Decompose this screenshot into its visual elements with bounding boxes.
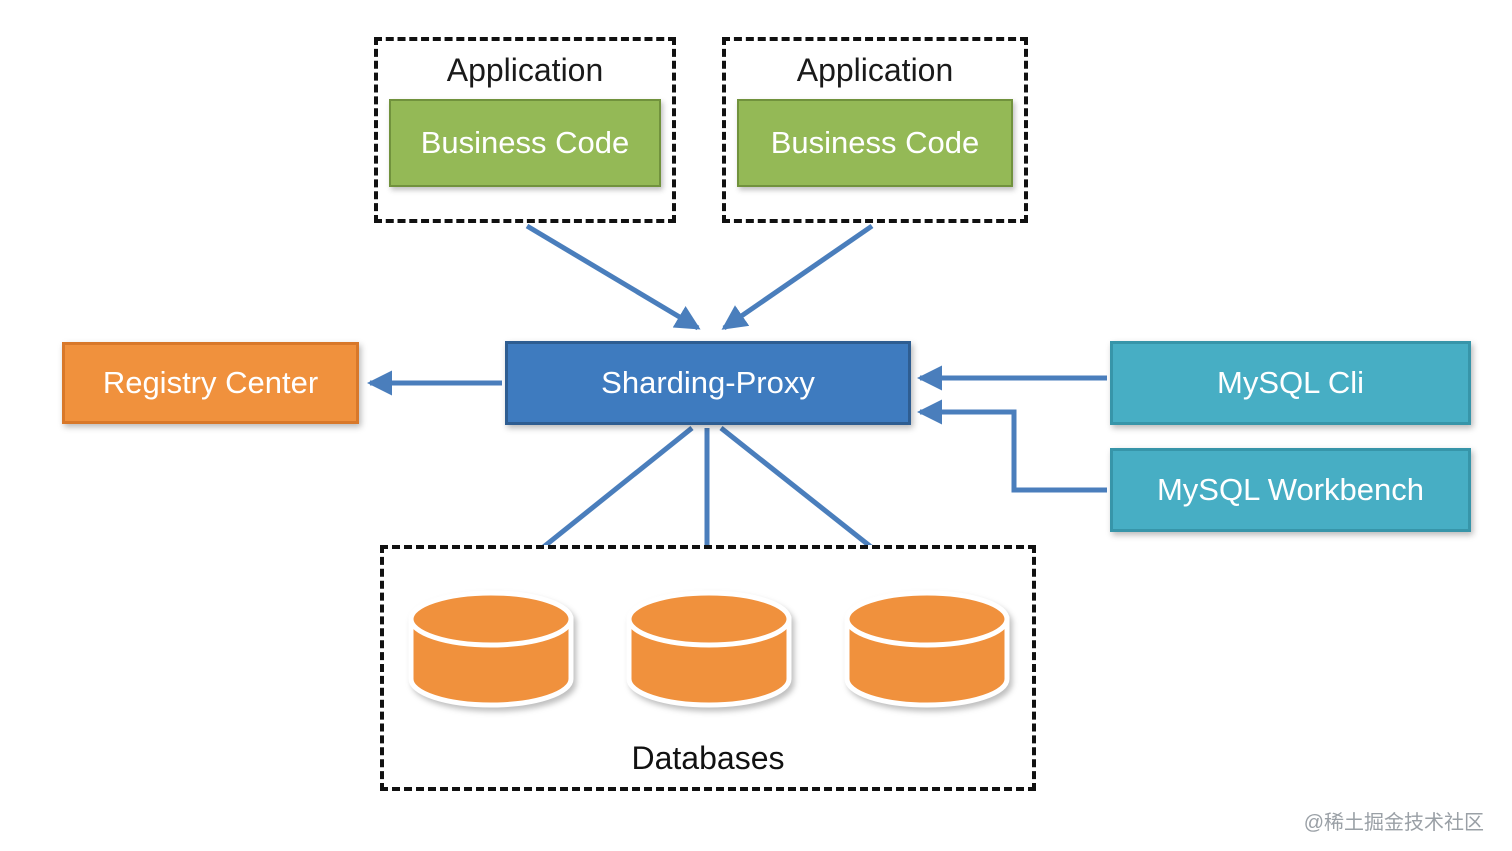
arrow-app1-to-proxy: [525, 223, 701, 331]
sharding-proxy-box: Sharding-Proxy: [505, 341, 911, 425]
arrow-app2-to-proxy: [721, 223, 874, 331]
application-box-1: Application Business Code: [374, 37, 676, 223]
database-cylinder-1: [406, 589, 576, 711]
application-1-title: Application: [446, 51, 604, 88]
application-box-2: Application Business Code: [722, 37, 1028, 223]
mysql-cli-box: MySQL Cli: [1110, 341, 1471, 425]
databases-box: Databases: [380, 545, 1036, 791]
registry-center-box: Registry Center: [62, 342, 359, 424]
business-code-box-2: Business Code: [737, 99, 1013, 187]
business-code-box-1: Business Code: [389, 99, 661, 187]
application-2-title: Application: [796, 51, 954, 88]
databases-label: Databases: [631, 740, 785, 776]
mysql-workbench-box: MySQL Workbench: [1110, 448, 1471, 532]
arrow-workbench-to-proxy: [917, 399, 1107, 493]
watermark-text: @稀土掘金技术社区: [1303, 812, 1484, 834]
database-cylinder-3: [842, 589, 1012, 711]
database-cylinder-2: [624, 589, 794, 711]
